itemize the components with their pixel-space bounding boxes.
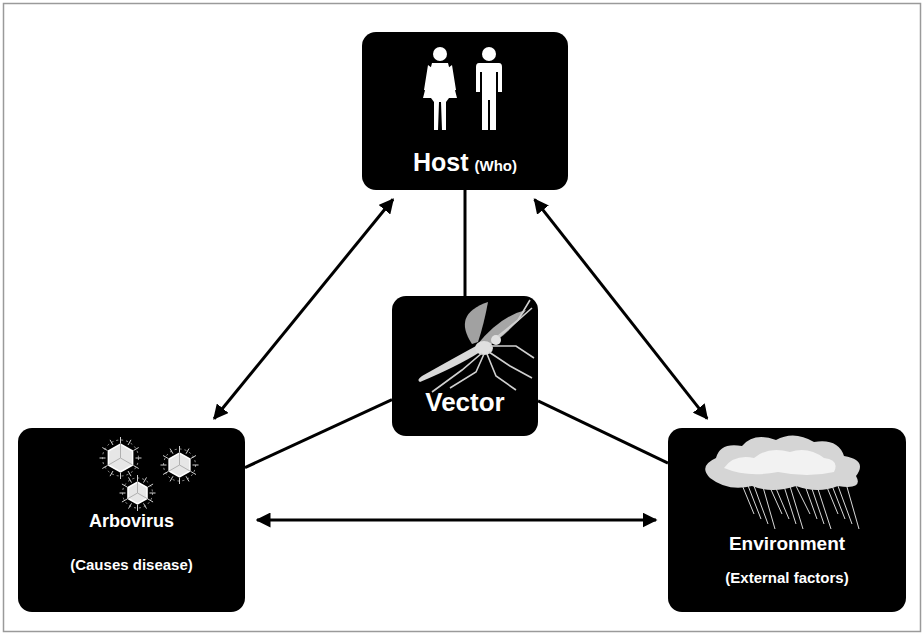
node-title: Environment	[729, 533, 845, 555]
interaction-arrow	[535, 199, 708, 418]
interaction-arrow	[257, 519, 656, 522]
frame-border	[4, 4, 921, 632]
arbovirus-box: Arbovirus (Causes disease)	[18, 428, 245, 612]
node-title: Host	[413, 148, 469, 177]
node-subtitle: (Causes disease)	[70, 556, 193, 573]
interaction-arrow	[214, 199, 393, 418]
vector-link	[464, 190, 467, 296]
text-group: Arbovirus (Causes disease)	[70, 511, 193, 573]
text-group: Host (Who)	[413, 148, 517, 177]
vector-link	[538, 401, 668, 463]
text-group: Vector	[425, 388, 505, 418]
node-subtitle: (Who)	[475, 157, 517, 174]
node-title: Vector	[425, 388, 505, 418]
node-subtitle: (External factors)	[725, 569, 848, 586]
vector-box: Vector	[392, 296, 538, 436]
environment-box: Environment (External factors)	[668, 428, 906, 612]
node-title: Arbovirus	[89, 511, 174, 532]
host-box: Host (Who)	[362, 32, 568, 190]
vector-link	[245, 400, 392, 468]
text-group: Environment (External factors)	[725, 533, 848, 586]
